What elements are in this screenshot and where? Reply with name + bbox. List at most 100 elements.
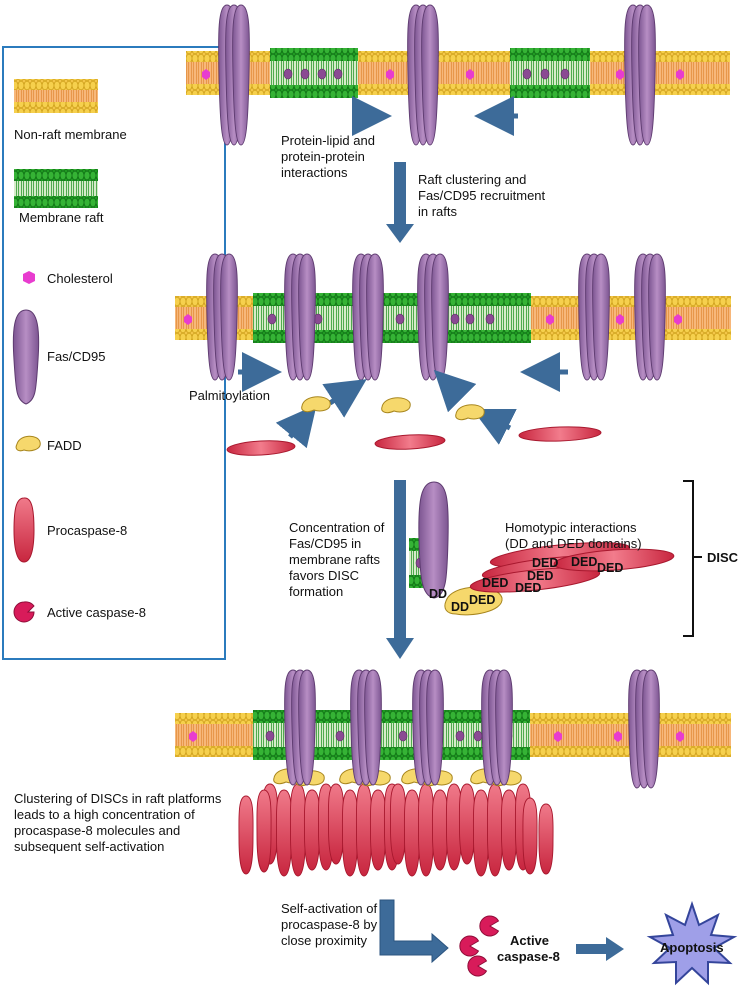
fadd-row2-3 [455, 404, 485, 421]
flow-arrow-1 [386, 162, 414, 243]
disc-clustering-text-2: leads to a high concentration of [14, 807, 195, 822]
concentration-text-4: favors DISC [289, 568, 360, 583]
fas-row2-4 [417, 253, 449, 381]
dd-label-fadd: DD [451, 600, 470, 614]
fas-row2-3 [352, 253, 384, 381]
active-caspase-label-2: caspase-8 [497, 949, 560, 964]
legend-label-non-raft: Non-raft membrane [14, 127, 127, 142]
self-activation-text-2: procaspase-8 by [281, 917, 378, 932]
legend-label-procaspase: Procaspase-8 [47, 523, 128, 538]
procaspase-row4-4-3 [486, 783, 504, 877]
legend-label-cholesterol: Cholesterol [47, 271, 113, 286]
fas-row4-3 [412, 669, 444, 786]
procaspase-disc-2 [469, 567, 601, 593]
palmitoylation-text: Palmitoylation [189, 388, 270, 403]
legend-box [2, 46, 226, 660]
ded-label-4: DED [527, 569, 554, 583]
self-activation-text-3: close proximity [281, 933, 367, 948]
procaspase-row2-1 [226, 440, 296, 456]
legend-label-raft: Membrane raft [19, 210, 104, 225]
concentration-text-5: formation [289, 584, 344, 599]
clustering-text-2: Fas/CD95 recruitment [418, 188, 546, 203]
fas-row1-3 [624, 4, 656, 146]
ded-label-5: DED [571, 555, 598, 569]
active-caspase-2 [479, 915, 500, 937]
procaspase-row4-3-3 [417, 783, 435, 877]
procaspase-row4-1-3 [289, 783, 307, 877]
procaspase-row4-1-4 [303, 789, 321, 871]
procaspase-row4-3-1 [389, 783, 407, 865]
procaspase-row4-2-4 [369, 789, 387, 871]
small-arrow-procaspase-left [275, 404, 317, 449]
active-caspase-3 [467, 955, 488, 977]
ded-label-1: DED [482, 576, 509, 590]
procaspase-row2-2 [374, 434, 446, 450]
legend-fas-icon [12, 309, 40, 405]
procaspase-row4-1-2 [275, 789, 293, 877]
interactions-text-1: Protein-lipid and [281, 133, 375, 148]
procaspase-row4-edge-1 [238, 795, 254, 875]
legend-label-active-caspase: Active caspase-8 [47, 605, 146, 620]
apoptosis-label: Apoptosis [660, 940, 724, 955]
disc-clustering-text-1: Clustering of DISCs in raft platforms [14, 791, 222, 806]
procaspase-row4-2-1 [327, 783, 345, 865]
procaspase-row4-4-4 [500, 789, 518, 871]
small-arrow-fadd-right [433, 369, 477, 413]
membrane-row4-seg1 [175, 713, 253, 757]
legend-active-caspase-icon [13, 601, 35, 623]
clustering-text-3: in rafts [418, 204, 458, 219]
procaspase-row4-4-2 [472, 789, 490, 877]
fas-row1-1 [218, 4, 250, 146]
ded-label-6: DED [597, 561, 624, 575]
disc-label: DISC [707, 550, 739, 565]
fas-row4-2 [350, 669, 382, 786]
membrane-row1-seg2 [270, 48, 358, 98]
legend-cholesterol-icon [23, 271, 35, 284]
procaspase-row4-edge-3 [522, 797, 538, 875]
active-caspase-label-1: Active [510, 933, 550, 948]
active-caspase-1 [459, 935, 480, 957]
dd-label-fas: DD [429, 587, 448, 601]
fas-row4-free [628, 669, 660, 789]
legend-fadd-icon [15, 435, 41, 452]
procaspase-row4-2-2 [341, 789, 359, 877]
fas-row2-2 [284, 253, 316, 381]
interactions-text-3: interactions [281, 165, 348, 180]
procaspase-disc-1 [553, 548, 675, 572]
procaspase-row2-3 [518, 426, 602, 442]
fas-row1-2 [407, 4, 439, 146]
procaspase-row4-edge-4 [538, 803, 554, 875]
small-arrow-fadd-left [322, 379, 367, 418]
fas-disc [418, 481, 449, 599]
disc-clustering-text-3: procaspase-8 molecules and [14, 823, 181, 838]
small-arrow-procaspase-right [472, 409, 517, 445]
homotypic-text-2: (DD and DED domains) [505, 536, 642, 551]
ded-label-2: DED [515, 581, 542, 595]
apoptosis-burst [646, 900, 738, 986]
ded-label-3: DED [532, 556, 559, 570]
disc-clustering-text-4: subsequent self-activation [14, 839, 165, 854]
homotypic-text-1: Homotypic interactions [505, 520, 637, 535]
legend-membrane-raft [14, 169, 98, 208]
fas-row4-4 [481, 669, 513, 786]
fadd-row2-1 [301, 396, 331, 413]
procaspase-row4-2-3 [355, 783, 373, 877]
procaspase-row4-3-4 [431, 789, 449, 871]
flow-arrow-elbow [379, 899, 449, 964]
procaspase-row4-3-2 [403, 789, 421, 877]
legend-procaspase-icon [13, 497, 35, 563]
fadd-row2-2 [381, 397, 411, 414]
disc-bracket [683, 480, 694, 637]
concentration-text-1: Concentration of [289, 520, 385, 535]
clustering-text-1: Raft clustering and [418, 172, 527, 187]
fas-row2-6 [634, 253, 666, 381]
concentration-text-3: membrane rafts [289, 552, 381, 567]
legend-label-fas: Fas/CD95 [47, 349, 106, 364]
fas-row4-1 [284, 669, 316, 786]
fas-row2-1 [206, 253, 238, 381]
flow-arrow-apoptosis [576, 937, 624, 961]
legend-non-raft-membrane [14, 79, 98, 113]
concentration-text-2: Fas/CD95 in [289, 536, 362, 551]
legend-label-fadd: FADD [47, 438, 82, 453]
